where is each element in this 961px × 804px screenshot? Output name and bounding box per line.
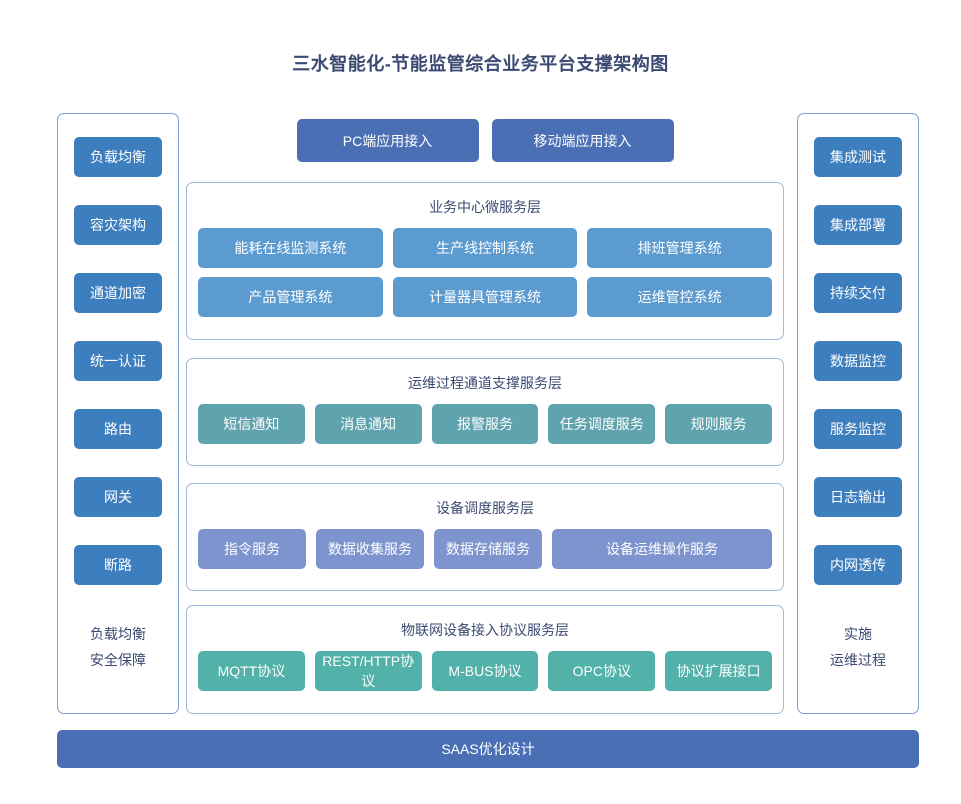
- left-panel-button-6[interactable]: 断路: [74, 545, 162, 585]
- layer-body: 指令服务数据收集服务数据存储服务设备运维操作服务: [198, 529, 772, 569]
- right-panel-button-6[interactable]: 内网透传: [814, 545, 902, 585]
- left-panel-button-3[interactable]: 统一认证: [74, 341, 162, 381]
- layer-title: 运维过程通道支撑服务层: [408, 375, 562, 391]
- layer-row: 短信通知消息通知报警服务任务调度服务规则服务: [198, 404, 772, 444]
- right-footer-line-2: 运维过程: [830, 652, 886, 668]
- right-footer-line-1: 实施: [844, 626, 872, 642]
- left-panel-items: 负载均衡容灾架构通道加密统一认证路由网关断路: [74, 137, 162, 613]
- layer-row: 能耗在线监测系统生产线控制系统排班管理系统: [198, 228, 773, 268]
- service-chip-business-1-2[interactable]: 运维管控系统: [587, 277, 773, 317]
- right-panel-button-4[interactable]: 服务监控: [814, 409, 902, 449]
- top-access-button-0[interactable]: PC端应用接入: [296, 119, 479, 162]
- service-chip-ops-0-4[interactable]: 规则服务: [665, 404, 772, 444]
- service-chip-business-1-0[interactable]: 产品管理系统: [198, 277, 383, 317]
- layer-business-microservice: 业务中心微服务层 能耗在线监测系统生产线控制系统排班管理系统产品管理系统计量器具…: [186, 182, 784, 340]
- layer-body: 能耗在线监测系统生产线控制系统排班管理系统产品管理系统计量器具管理系统运维管控系…: [198, 228, 773, 317]
- right-panel-footer: 实施 运维过程: [830, 621, 886, 673]
- layer-device-scheduling: 设备调度服务层 指令服务数据收集服务数据存储服务设备运维操作服务: [186, 483, 784, 591]
- service-chip-business-0-0[interactable]: 能耗在线监测系统: [198, 228, 383, 268]
- right-panel-button-0[interactable]: 集成测试: [814, 137, 902, 177]
- left-support-panel: 负载均衡容灾架构通道加密统一认证路由网关断路 负载均衡 安全保障: [57, 113, 179, 714]
- left-panel-button-5[interactable]: 网关: [74, 477, 162, 517]
- service-chip-iot-0-2[interactable]: M-BUS协议: [431, 651, 539, 691]
- left-panel-button-2[interactable]: 通道加密: [74, 273, 162, 313]
- service-chip-device-0-2[interactable]: 数据存储服务: [434, 529, 542, 569]
- left-footer-line-2: 安全保障: [90, 652, 146, 668]
- layer-title: 物联网设备接入协议服务层: [401, 622, 569, 638]
- bottom-saas-bar: SAAS优化设计: [57, 730, 919, 768]
- top-access-button-1[interactable]: 移动端应用接入: [491, 119, 674, 162]
- left-panel-footer: 负载均衡 安全保障: [90, 621, 146, 673]
- service-chip-ops-0-2[interactable]: 报警服务: [431, 404, 539, 444]
- service-chip-device-0-3[interactable]: 设备运维操作服务: [552, 529, 772, 569]
- right-panel-button-1[interactable]: 集成部署: [814, 205, 902, 245]
- service-chip-ops-0-1[interactable]: 消息通知: [314, 404, 422, 444]
- service-chip-iot-0-1[interactable]: REST/HTTP协议: [314, 651, 422, 691]
- left-panel-button-1[interactable]: 容灾架构: [74, 205, 162, 245]
- layer-row: 产品管理系统计量器具管理系统运维管控系统: [198, 277, 773, 317]
- left-panel-button-0[interactable]: 负载均衡: [74, 137, 162, 177]
- right-panel-items: 集成测试集成部署持续交付数据监控服务监控日志输出内网透传: [814, 137, 902, 613]
- layer-title: 业务中心微服务层: [429, 199, 541, 215]
- service-chip-ops-0-3[interactable]: 任务调度服务: [548, 404, 656, 444]
- right-panel-button-3[interactable]: 数据监控: [814, 341, 902, 381]
- service-chip-business-0-1[interactable]: 生产线控制系统: [392, 228, 578, 268]
- right-support-panel: 集成测试集成部署持续交付数据监控服务监控日志输出内网透传 实施 运维过程: [797, 113, 919, 714]
- service-chip-business-0-2[interactable]: 排班管理系统: [587, 228, 773, 268]
- service-chip-iot-0-0[interactable]: MQTT协议: [198, 651, 305, 691]
- service-chip-iot-0-3[interactable]: OPC协议: [548, 651, 656, 691]
- service-chip-iot-0-4[interactable]: 协议扩展接口: [665, 651, 772, 691]
- layer-title: 设备调度服务层: [436, 500, 534, 516]
- service-chip-device-0-1[interactable]: 数据收集服务: [316, 529, 424, 569]
- right-panel-button-2[interactable]: 持续交付: [814, 273, 902, 313]
- left-panel-button-4[interactable]: 路由: [74, 409, 162, 449]
- service-chip-ops-0-0[interactable]: 短信通知: [198, 404, 305, 444]
- service-chip-device-0-0[interactable]: 指令服务: [198, 529, 306, 569]
- top-access-row: PC端应用接入移动端应用接入: [186, 119, 784, 162]
- layer-body: 短信通知消息通知报警服务任务调度服务规则服务: [198, 404, 772, 444]
- layer-ops-channel-support: 运维过程通道支撑服务层 短信通知消息通知报警服务任务调度服务规则服务: [186, 358, 784, 466]
- service-chip-business-1-1[interactable]: 计量器具管理系统: [392, 277, 578, 317]
- right-panel-button-5[interactable]: 日志输出: [814, 477, 902, 517]
- page-title: 三水智能化-节能监管综合业务平台支撑架构图: [292, 54, 669, 74]
- layer-row: 指令服务数据收集服务数据存储服务设备运维操作服务: [198, 529, 772, 569]
- left-footer-line-1: 负载均衡: [90, 626, 146, 642]
